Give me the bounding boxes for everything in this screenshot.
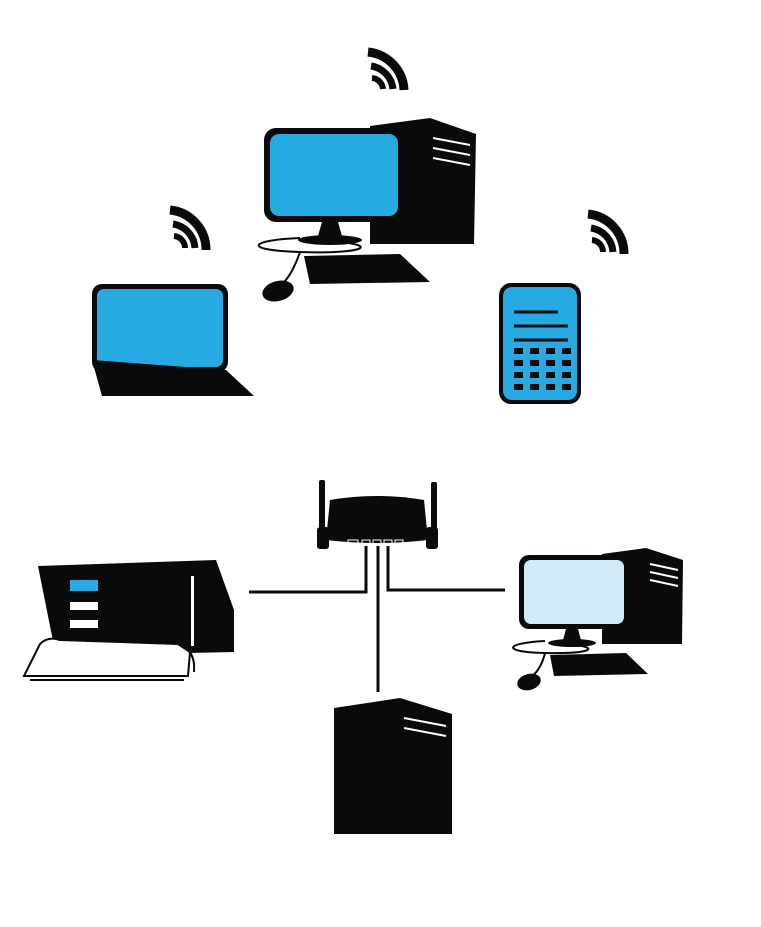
mouse-icon (517, 673, 541, 691)
wireless-router (317, 480, 438, 549)
wifi-icon (367, 47, 409, 91)
network-cables (249, 546, 505, 692)
cable-desktop-right (386, 546, 505, 592)
wifi-icon (587, 209, 629, 255)
keyboard-icon (550, 653, 648, 676)
router-icon (317, 480, 438, 549)
printer (22, 560, 234, 681)
server-tower (334, 698, 452, 834)
desktop-computer-right (512, 548, 683, 691)
laptop (92, 284, 254, 396)
keyboard-icon (304, 254, 430, 284)
smartphone-icon (499, 283, 581, 404)
mouse-icon (262, 280, 294, 302)
server-icon (334, 698, 452, 834)
cable-printer (249, 546, 368, 594)
printer-icon (22, 560, 234, 681)
wifi-icon (169, 205, 211, 251)
desktop-computer-top (257, 118, 476, 302)
monitor-icon (519, 555, 629, 647)
smartphone (499, 283, 581, 404)
laptop-icon (92, 284, 254, 396)
